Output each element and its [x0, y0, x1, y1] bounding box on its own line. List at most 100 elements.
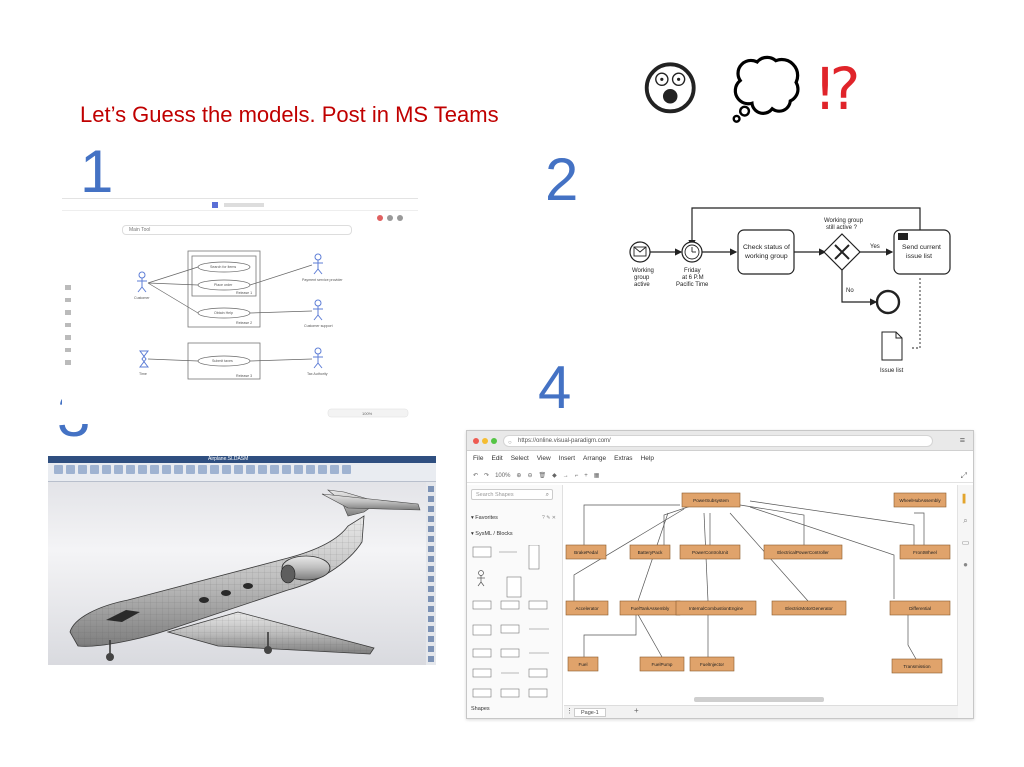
add-icon[interactable]: +: [584, 472, 588, 479]
check-status-task: [737, 229, 795, 275]
gateway-label: Working group: [824, 218, 864, 224]
class-label: ElectricalPowerController: [777, 550, 829, 555]
class-block[interactable]: [567, 656, 599, 672]
redo-icon[interactable]: ↷: [484, 473, 490, 479]
model-number-4: 4: [538, 354, 572, 421]
class-block[interactable]: [565, 600, 609, 616]
outline-icon[interactable]: ▭: [961, 538, 970, 547]
lock-icon: ○: [508, 440, 512, 446]
class-block[interactable]: [771, 600, 847, 616]
shapes-label: Shapes: [471, 706, 490, 712]
task-label: Send current: [902, 244, 941, 251]
end-event: [875, 289, 901, 315]
menu-edit[interactable]: Edit: [491, 455, 503, 462]
class-label: BatteryPack: [638, 550, 663, 555]
page-menu-icon[interactable]: ⋮: [566, 708, 573, 715]
layers-icon[interactable]: ●: [963, 560, 968, 569]
fullscreen-icon[interactable]: ⤢: [960, 471, 967, 480]
bpmn-diagram: Working group active Friday at 6 P.M Pac…: [629, 207, 951, 374]
class-block[interactable]: [679, 544, 741, 560]
actor-label: Customer: [134, 296, 150, 300]
search-shapes-input[interactable]: Search Shapes ⌕: [471, 489, 553, 500]
use-case-label: Search for items: [210, 265, 236, 269]
use-case-label: Submit taxes: [212, 359, 233, 363]
menu-extras[interactable]: Extras: [614, 455, 633, 462]
class-block[interactable]: [763, 544, 843, 560]
format-icon[interactable]: ▌: [962, 494, 969, 503]
actor-label: Tax Authority: [307, 372, 328, 376]
close-dot-icon[interactable]: [473, 438, 479, 444]
class-block[interactable]: [899, 544, 951, 560]
url-text: https://online.visual-paradigm.com/: [518, 438, 611, 444]
format-sidebar: ▌ ⌕ ▭ ●: [957, 485, 973, 718]
zoom-in-icon[interactable]: ⊕: [516, 473, 522, 479]
table-icon[interactable]: ▦: [593, 473, 600, 479]
zoom-level[interactable]: 100%: [362, 411, 373, 416]
line-icon[interactable]: →: [562, 472, 569, 479]
sysml-blocks-section[interactable]: ▾ SysML / Blocks: [471, 531, 513, 537]
zoom-out-icon[interactable]: ⊖: [527, 473, 533, 479]
class-label: ElectricMotorGenerator: [785, 606, 833, 611]
data-object-label: Issue list: [880, 368, 904, 374]
menu-select[interactable]: Select: [510, 455, 529, 462]
class-label: FuelTankAssembly: [631, 606, 670, 611]
menu-icon[interactable]: ≡: [959, 435, 965, 445]
add-page-icon[interactable]: +: [634, 706, 639, 715]
timer-label: at 6 P.M: [682, 275, 704, 281]
waypoint-icon[interactable]: ⌐: [574, 472, 579, 479]
class-label: Fuel: [579, 662, 588, 667]
menu-help[interactable]: Help: [640, 455, 654, 462]
menu-file[interactable]: File: [473, 455, 484, 462]
zoom-level[interactable]: 100%: [495, 472, 511, 479]
class-block[interactable]: [689, 656, 735, 672]
cad-ribbon[interactable]: Airplane.SLDASM: [48, 456, 436, 482]
airplane-model: [69, 489, 421, 661]
tab-page-1[interactable]: Page-1: [574, 708, 606, 717]
address-bar[interactable]: ○ https://online.visual-paradigm.com/: [503, 435, 933, 447]
class-block[interactable]: [889, 600, 951, 616]
search-icon[interactable]: ⌕: [963, 516, 968, 525]
menu-insert[interactable]: Insert: [558, 455, 576, 462]
class-label: WheelHubAssembly: [899, 498, 941, 503]
thought-bubble-icon: 💭: [730, 55, 803, 123]
section-actions-icon[interactable]: ? ✎ ✕: [542, 515, 556, 521]
use-case-canvas: Customer Payment service provider Custom…: [134, 250, 409, 418]
no-label: No: [846, 288, 854, 294]
release-label: Release 1: [236, 291, 252, 295]
astonished-face-icon: 😲: [640, 55, 701, 123]
task-label: working group: [744, 253, 788, 260]
class-block[interactable]: [891, 658, 943, 674]
favorites-section[interactable]: ▾ Favorites: [471, 515, 498, 521]
actor-label: Payment service provider: [302, 278, 343, 282]
diagram-toolbar[interactable]: Main Tool: [122, 225, 352, 235]
yes-label: Yes: [870, 244, 880, 250]
undo-icon[interactable]: ↶: [473, 473, 479, 479]
menu-arrange[interactable]: Arrange: [583, 455, 607, 462]
browser-chrome: ○ https://online.visual-paradigm.com/ ≡: [467, 431, 973, 451]
page-tabs-bar: ⋮ Page-1 +: [564, 705, 958, 718]
actor-label: Customer support: [304, 324, 333, 328]
slide-title: Let’s Guess the models. Post in MS Teams: [80, 102, 499, 127]
cad-right-toolbar[interactable]: [426, 482, 436, 665]
class-block[interactable]: [681, 492, 741, 508]
delete-icon[interactable]: 🗑: [538, 473, 547, 479]
start-label: group: [634, 275, 650, 281]
section-label: Favorites: [475, 515, 498, 521]
horizontal-scrollbar[interactable]: [694, 697, 824, 702]
minimize-dot-icon[interactable]: [482, 438, 488, 444]
class-block[interactable]: [565, 544, 607, 560]
block-diagram-canvas: PowerSubsystem WheelHubAssembly BrakePed…: [564, 485, 958, 707]
class-label: FrontWheel: [913, 550, 937, 555]
maximize-dot-icon[interactable]: [491, 438, 497, 444]
class-label: PowerSubsystem: [693, 498, 729, 503]
left-toolbox[interactable]: [65, 285, 73, 366]
class-block[interactable]: [893, 492, 947, 508]
fill-icon[interactable]: ◆: [552, 473, 557, 479]
menu-view[interactable]: View: [536, 455, 551, 462]
start-label: active: [634, 282, 650, 288]
class-block[interactable]: [629, 544, 671, 560]
class-block[interactable]: [675, 600, 757, 616]
class-block[interactable]: [639, 656, 685, 672]
shape-palette[interactable]: [471, 545, 559, 705]
top-right-icons: [377, 215, 403, 221]
